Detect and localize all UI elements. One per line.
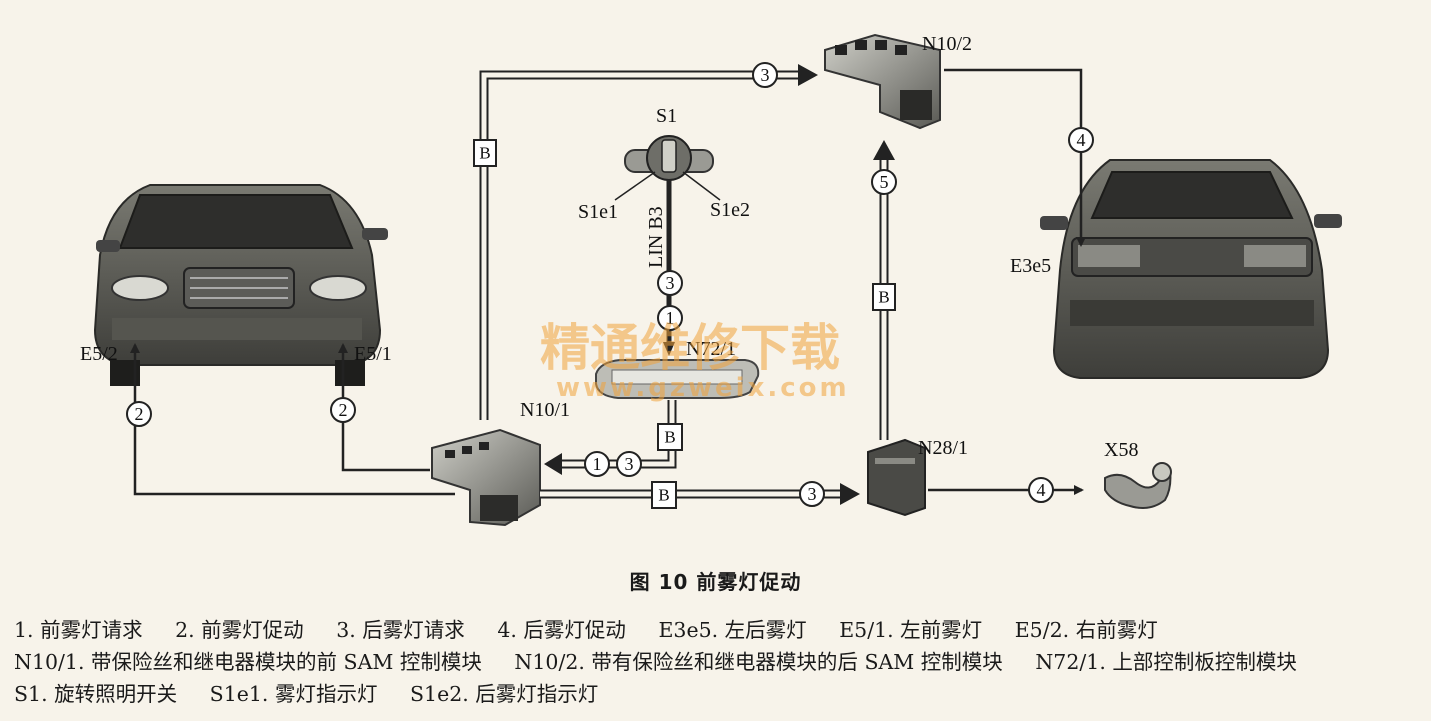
svg-text:B: B [658,486,669,505]
watermark-text: 精通维修下载 [540,319,840,377]
label-lin-b3: LIN B3 [645,206,667,268]
n10-1-module-image [431,428,541,527]
svg-text:B: B [878,288,889,307]
bus-tag-b-top: B [473,139,497,167]
num-1-n10-1: 1 [593,454,602,474]
label-s1e2: S1e2 [710,199,750,221]
num-3-n10-1: 3 [625,454,634,474]
legend-item: N72/1. 上部控制板控制模块 [1035,650,1297,674]
num-4-upper: 4 [1077,130,1086,150]
n72-1-panel-image [595,359,760,399]
legend-item: 1. 前雾灯请求 [14,618,143,642]
legend-item: S1. 旋转照明开关 [14,682,178,706]
svg-text:B: B [479,144,490,163]
x58-trailer-hitch-image [1104,462,1172,509]
n10-2-module-image [824,33,941,130]
num-3-lin: 3 [666,273,675,293]
svg-text:B: B [664,428,675,447]
label-e5-1: E5/1 [354,343,392,365]
legend-item: N10/1. 带保险丝和继电器模块的前 SAM 控制模块 [14,650,482,674]
legend-item: E3e5. 左后雾灯 [658,618,807,642]
num-3-top: 3 [761,65,770,85]
figure-caption: 图 10 前雾灯促动 [629,570,802,594]
num-3-bottom: 3 [808,484,817,504]
bus-tag-b-right: B [872,283,896,311]
num-2-right: 2 [339,400,348,420]
bus-tag-b-center: B [657,423,683,451]
rear-car-image [1040,159,1342,379]
legend-item: S1e2. 后雾灯指示灯 [409,682,599,706]
legend-item: N10/2. 带有保险丝和继电器模块的后 SAM 控制模块 [514,650,1003,674]
legend-item: 4. 后雾灯促动 [497,618,626,642]
circle-3-top [752,62,778,88]
front-car-image [93,184,388,386]
circle-4-lower [1028,477,1054,503]
legend-item: E5/2. 右前雾灯 [1014,618,1158,642]
legend-item: 2. 前雾灯促动 [175,618,304,642]
circle-2-left [126,401,152,427]
label-e5-2: E5/2 [80,343,118,365]
label-s1e1: S1e1 [578,201,618,223]
circle-3-lin [657,270,683,296]
label-s1: S1 [656,105,677,127]
legend-item: 3. 后雾灯请求 [336,618,465,642]
circle-4-upper [1068,127,1094,153]
bus-tag-b-bottom: B [651,481,677,509]
circle-1-lin [657,305,683,331]
num-4-lower: 4 [1037,480,1046,500]
num-2-left: 2 [135,404,144,424]
circle-3-bottom [799,481,825,507]
circle-2-right [330,397,356,423]
circle-1-n10-1 [584,451,610,477]
num-5: 5 [880,172,889,192]
legend-item: E5/1. 左前雾灯 [839,618,983,642]
circle-3-n10-1 [616,451,642,477]
label-n10-1: N10/1 [520,399,570,421]
watermark-url: www.gzweix.com [556,373,850,403]
num-1-lin: 1 [666,308,675,328]
circle-5 [871,169,897,195]
label-e3e5: E3e5 [1010,255,1051,277]
label-n28-1: N28/1 [918,437,968,459]
label-n10-2: N10/2 [922,33,972,55]
label-n72-1: N72/1 [686,338,736,360]
legend-item: S1e1. 雾灯指示灯 [209,682,378,706]
legend: 1. 前雾灯请求 2. 前雾灯促动 3. 后雾灯请求 4. 后雾灯促动 E3e5… [14,614,1419,710]
label-x58: X58 [1104,439,1138,461]
s1-switch-image [624,135,714,181]
n28-1-module-image [867,438,926,517]
